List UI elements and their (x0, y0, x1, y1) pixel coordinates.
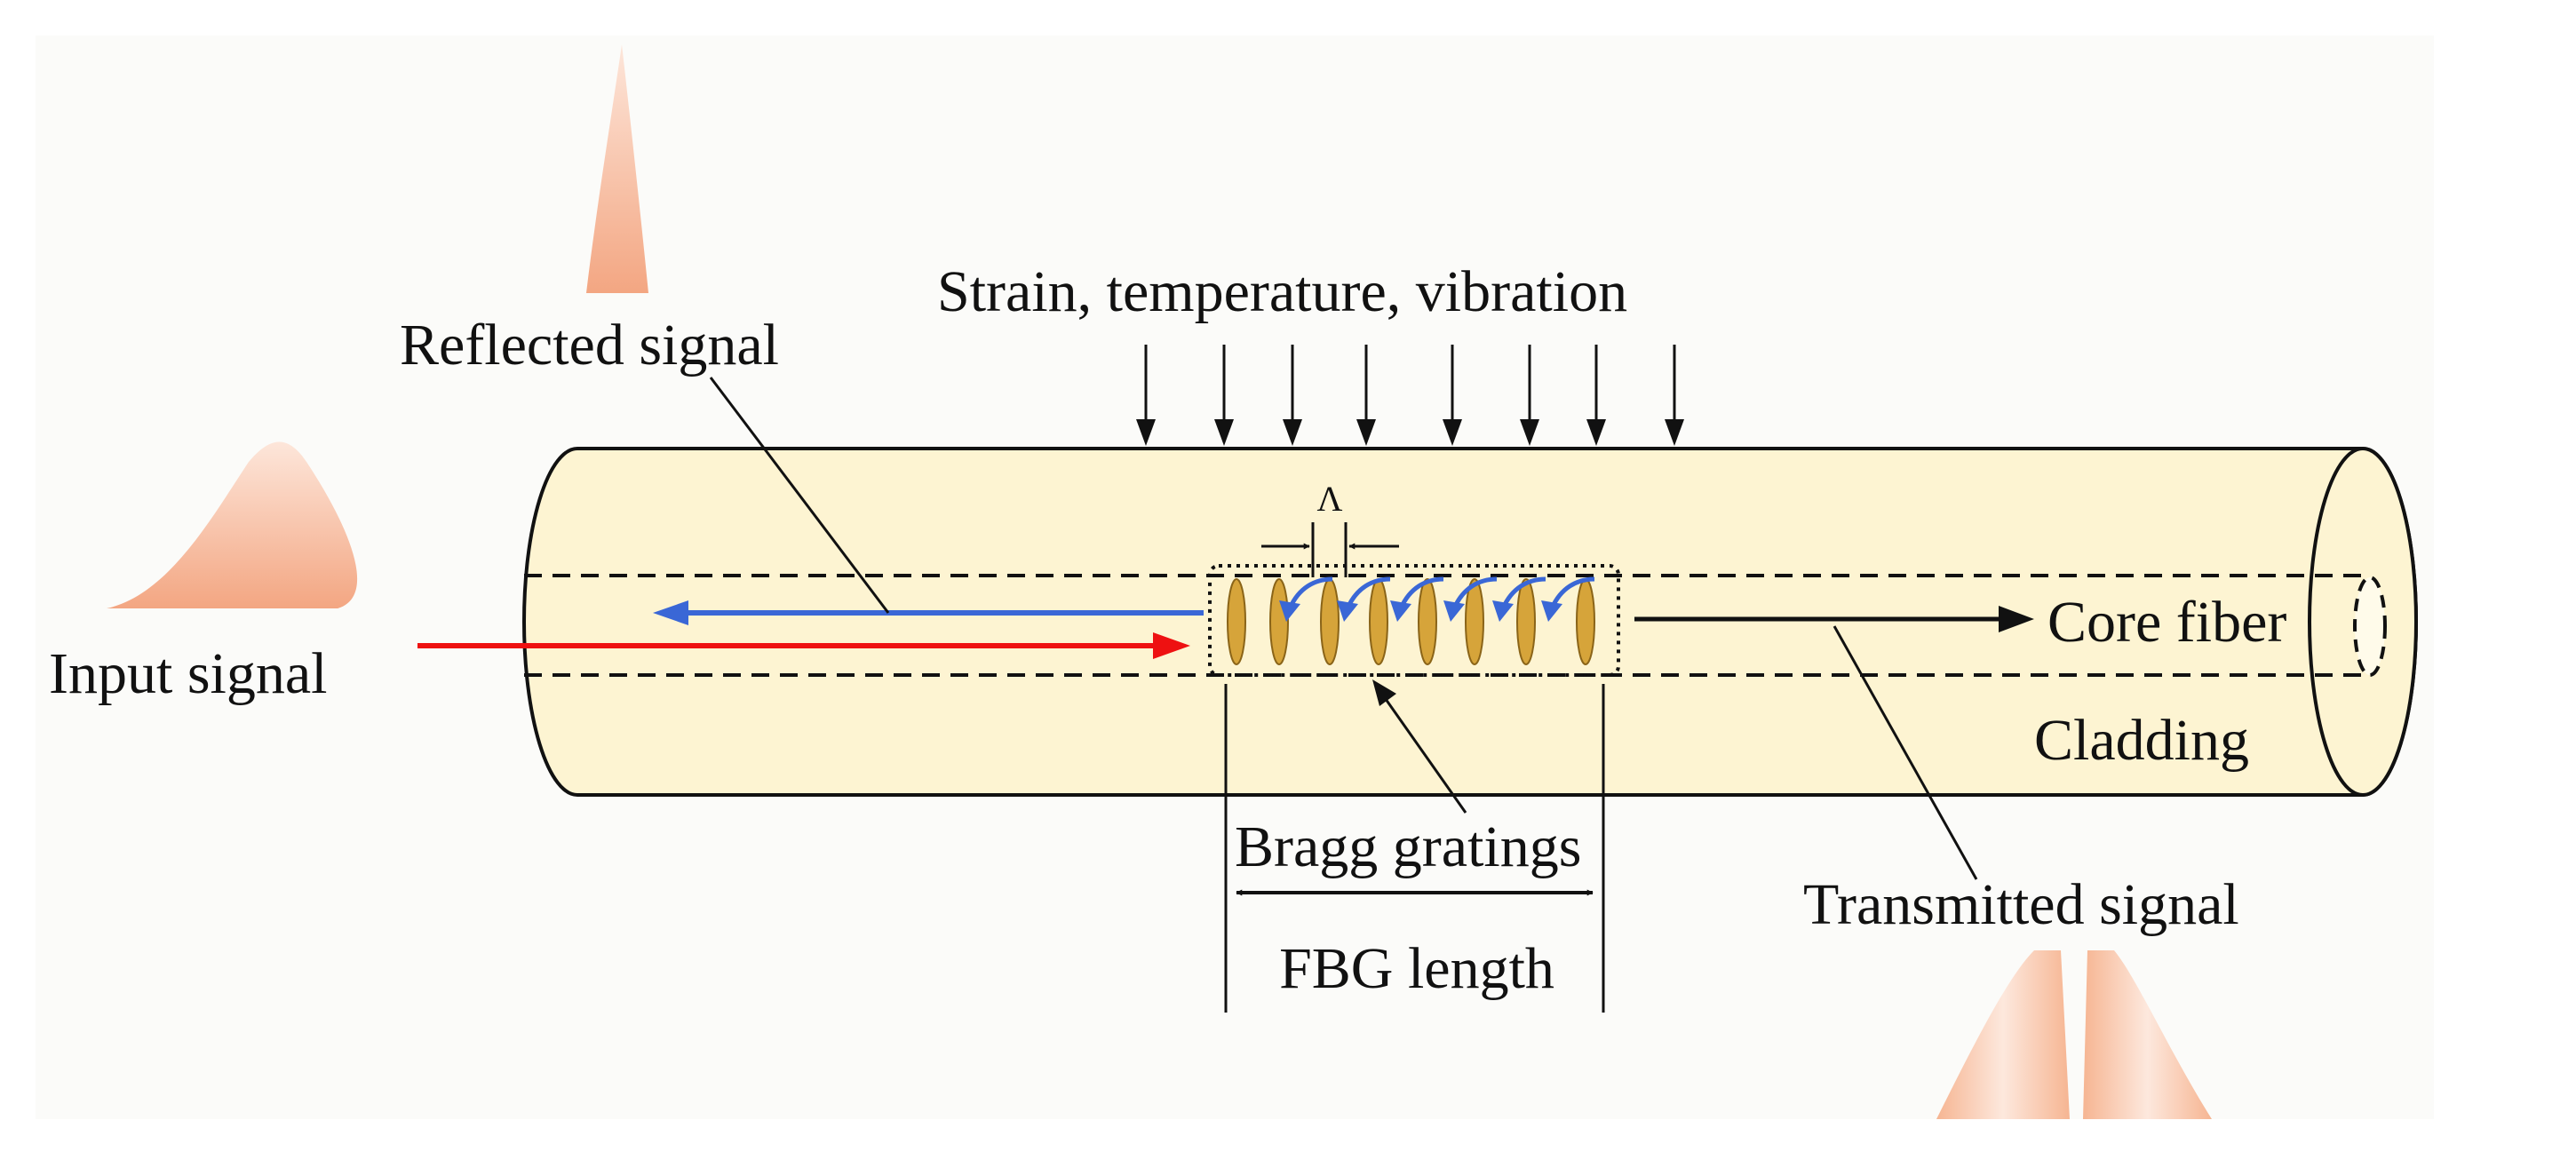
grating-line (1269, 578, 1289, 665)
reflection-curve (1279, 576, 1333, 622)
reflection-curve (1390, 576, 1444, 622)
fbg-length-dimension (1224, 684, 1605, 1013)
period-indicator (1261, 522, 1399, 577)
reflected-signal-arrow (653, 600, 1204, 625)
transmitted-spectrum-notched (1936, 950, 2212, 1119)
period-label: Λ (1316, 479, 1342, 519)
grating-line (1465, 578, 1484, 665)
grating-line (1369, 578, 1388, 665)
stimulus-arrow (1586, 345, 1606, 446)
gratings-leader-arrow (1372, 679, 1467, 814)
reflection-curve (1337, 576, 1391, 622)
input-spectrum-bell (107, 441, 358, 608)
stimulus-arrow (1665, 345, 1684, 446)
core-end-face (2353, 576, 2387, 677)
grating-lines (1227, 578, 1595, 665)
reflection-curve (1492, 576, 1546, 622)
input-signal-arrow (417, 632, 1190, 659)
transmitted-signal-arrow (1634, 606, 2034, 632)
stimulus-arrow (1443, 345, 1462, 446)
cladding-label: Cladding (2034, 708, 2249, 773)
stimulus-arrow (1136, 345, 1156, 446)
transmitted-signal-label: Transmitted signal (1803, 872, 2239, 937)
core-fiber-label: Core fiber (2047, 590, 2286, 655)
reflection-curve (1541, 576, 1595, 622)
grating-line (1516, 578, 1536, 665)
grating-line (1227, 578, 1246, 665)
grating-line (1320, 578, 1340, 665)
reflected-leader-line (709, 377, 890, 614)
grating-line (1576, 578, 1595, 665)
transmitted-leader-line (1833, 625, 1978, 880)
stimulus-arrow (1214, 345, 1234, 446)
input-signal-label: Input signal (49, 641, 327, 706)
reflected-signal-label: Reflected signal (400, 313, 779, 377)
fbg-length-label: FBG length (1279, 936, 1554, 1001)
stimulus-arrows (1136, 345, 1684, 446)
reflection-curve (1443, 576, 1498, 622)
stimulus-arrow (1356, 345, 1376, 446)
reflected-spectrum-peak (586, 44, 648, 293)
stimulus-arrow (1283, 345, 1302, 446)
stimulus-label: Strain, temperature, vibration (937, 259, 1627, 324)
grating-line (1418, 578, 1437, 665)
grating-region-box (1208, 564, 1620, 677)
reflection-curves (1279, 576, 1595, 622)
bragg-gratings-label: Bragg gratings (1235, 814, 1581, 879)
stimulus-arrow (1520, 345, 1539, 446)
